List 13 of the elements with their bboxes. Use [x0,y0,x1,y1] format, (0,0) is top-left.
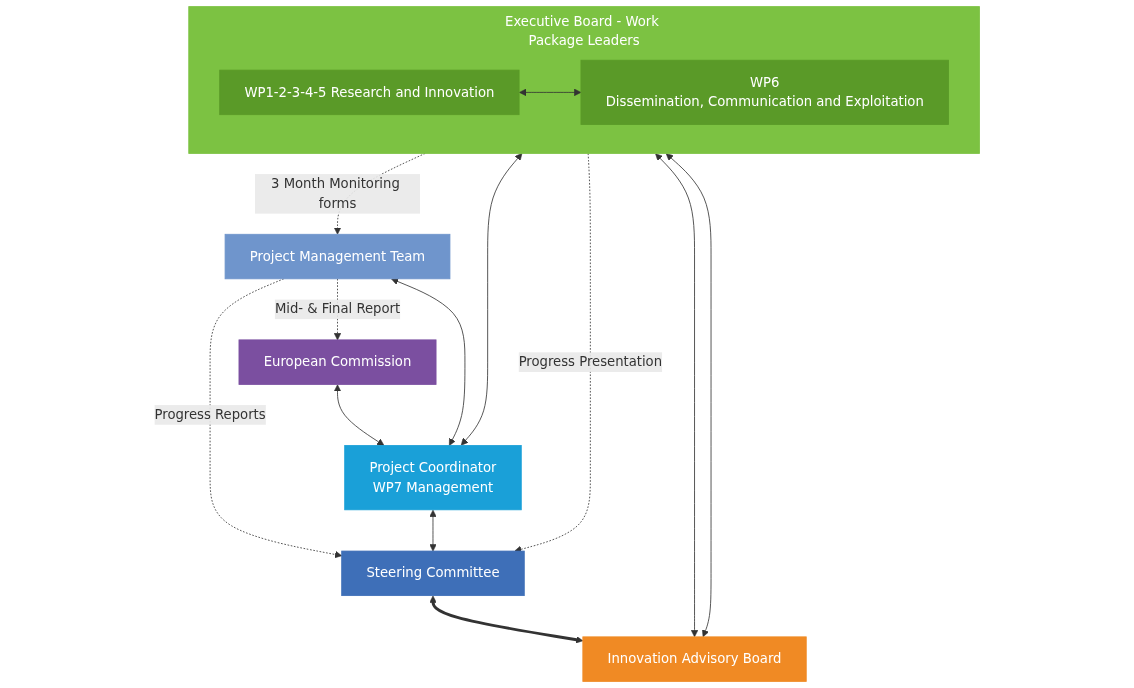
node-box [580,59,949,125]
edge-label: Mid- & Final Report [274,301,401,317]
cluster [188,6,980,154]
edge-label: Progress Reports [154,406,266,423]
node-box [582,636,807,682]
node-box [344,445,522,511]
node-box [238,339,437,385]
node-box [341,550,525,596]
node-box [219,69,520,116]
node-box [224,233,451,280]
edge-label: Progress Presentation [518,353,663,370]
edge-label: 3 Month Monitoring forms [271,175,400,212]
arrow [429,595,584,644]
